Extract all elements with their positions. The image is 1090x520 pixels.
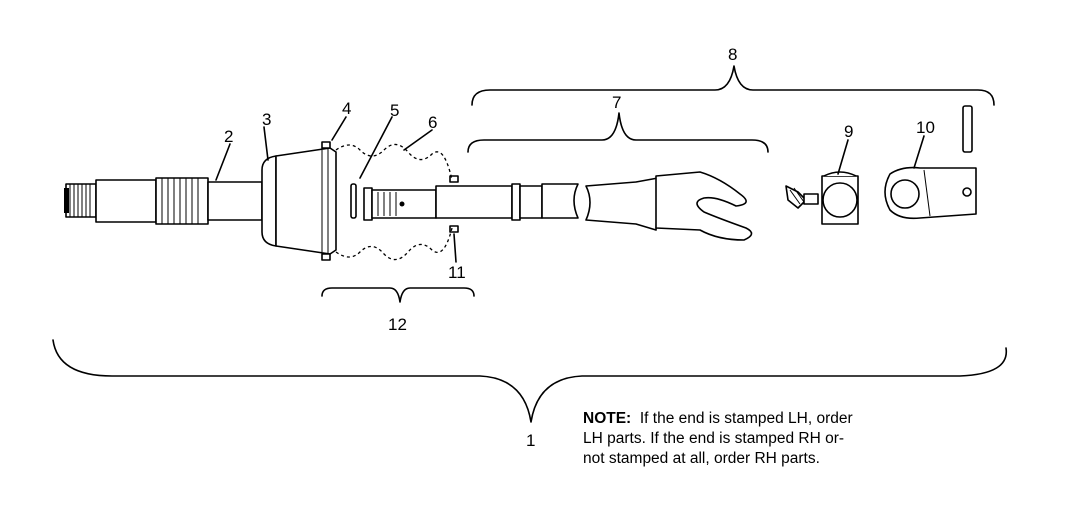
label-6: 6 [428,113,437,132]
part-10-yoke [884,166,977,220]
bracket-1 [52,339,1008,423]
note-label: NOTE: [583,410,632,427]
part-11-clamp [449,225,459,233]
note-text-1: If the end is stamped LH, order [639,410,853,427]
label-5: 5 [390,101,399,120]
part-9-cross-and-fitting [785,171,859,225]
label-11: 11 [448,263,466,282]
note-line-1: NOTE: If the end is stamped LH, order [583,409,923,429]
label-8: 8 [728,45,737,64]
pin [962,105,973,153]
leader-lines [215,116,925,263]
note-line-3: not stamped at all, order RH parts. [583,450,820,467]
label-3: 3 [262,110,271,129]
label-7: 7 [612,93,621,112]
part-11-clamp-upper [449,175,459,183]
label-9: 9 [844,122,853,141]
parts-note: NOTE: If the end is stamped LH, order LH… [583,409,923,469]
bracket-12 [321,287,475,303]
part-2-stub-shaft [64,177,263,225]
label-10: 10 [916,118,935,137]
part-7-drive-shaft [363,171,753,241]
part-3-cv-housing [261,147,337,255]
label-12: 12 [388,315,407,334]
part-5-circlip [350,183,357,219]
part-4-clamp-lower [321,253,331,261]
part-6-boot [335,143,453,261]
part-4-clamp [321,141,331,149]
label-2: 2 [224,127,233,146]
note-line-2: LH parts. If the end is stamped RH or- [583,430,845,447]
label-4: 4 [342,99,351,118]
label-1: 1 [526,431,535,450]
bracket-7 [467,112,769,153]
bracket-8 [471,65,995,106]
